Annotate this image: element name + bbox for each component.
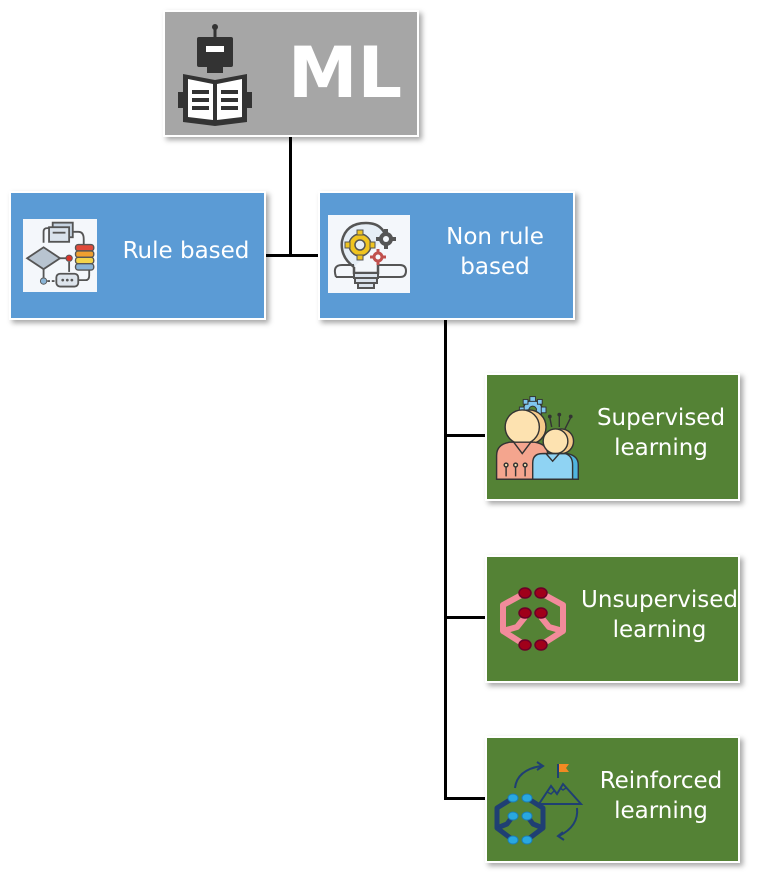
node-unsupervised-line1: Unsupervised [581,587,738,613]
connector-supervised [444,434,485,437]
node-unsupervised-learning: Unsupervised learning [485,555,740,683]
node-reinforced-line1: Reinforced [599,768,723,794]
node-reinforced-label: Reinforced learning [587,767,735,827]
connector-nonrule-trunk [444,319,447,800]
node-supervised-line1: Supervised [596,405,726,431]
node-ml-label: ML [287,32,403,114]
node-supervised-line2: learning [614,434,708,461]
connector-reinforced [444,797,485,800]
node-ml: ML [163,10,419,137]
connector-ml-trunk [289,136,292,256]
teacher-student-icon [489,389,584,484]
node-reinforced-line2: learning [614,797,708,824]
node-non-rule-based-line1: Non rule [446,224,544,250]
node-unsupervised-label: Unsupervised learning [577,586,742,646]
node-non-rule-based-label: Non rule based [430,223,560,283]
brain-goal-cycle-icon [491,758,587,850]
node-rule-based-label: Rule based [122,238,250,264]
node-non-rule-based-line2: based [460,253,530,280]
node-reinforced-learning: Reinforced learning [485,736,740,863]
node-unsupervised-line2: learning [612,616,707,643]
flowchart-database-icon [23,219,97,292]
node-supervised-learning: Supervised learning [485,373,740,501]
node-non-rule-based: Non rule based [318,191,575,320]
node-rule-based: Rule based [9,191,266,320]
robot-reading-book-icon [175,22,255,126]
connector-unsupervised [444,616,485,619]
node-supervised-label: Supervised learning [587,404,735,464]
connector-level1-bar [265,254,320,257]
lightbulb-gears-icon [328,215,410,293]
neural-brain-icon [495,587,571,653]
